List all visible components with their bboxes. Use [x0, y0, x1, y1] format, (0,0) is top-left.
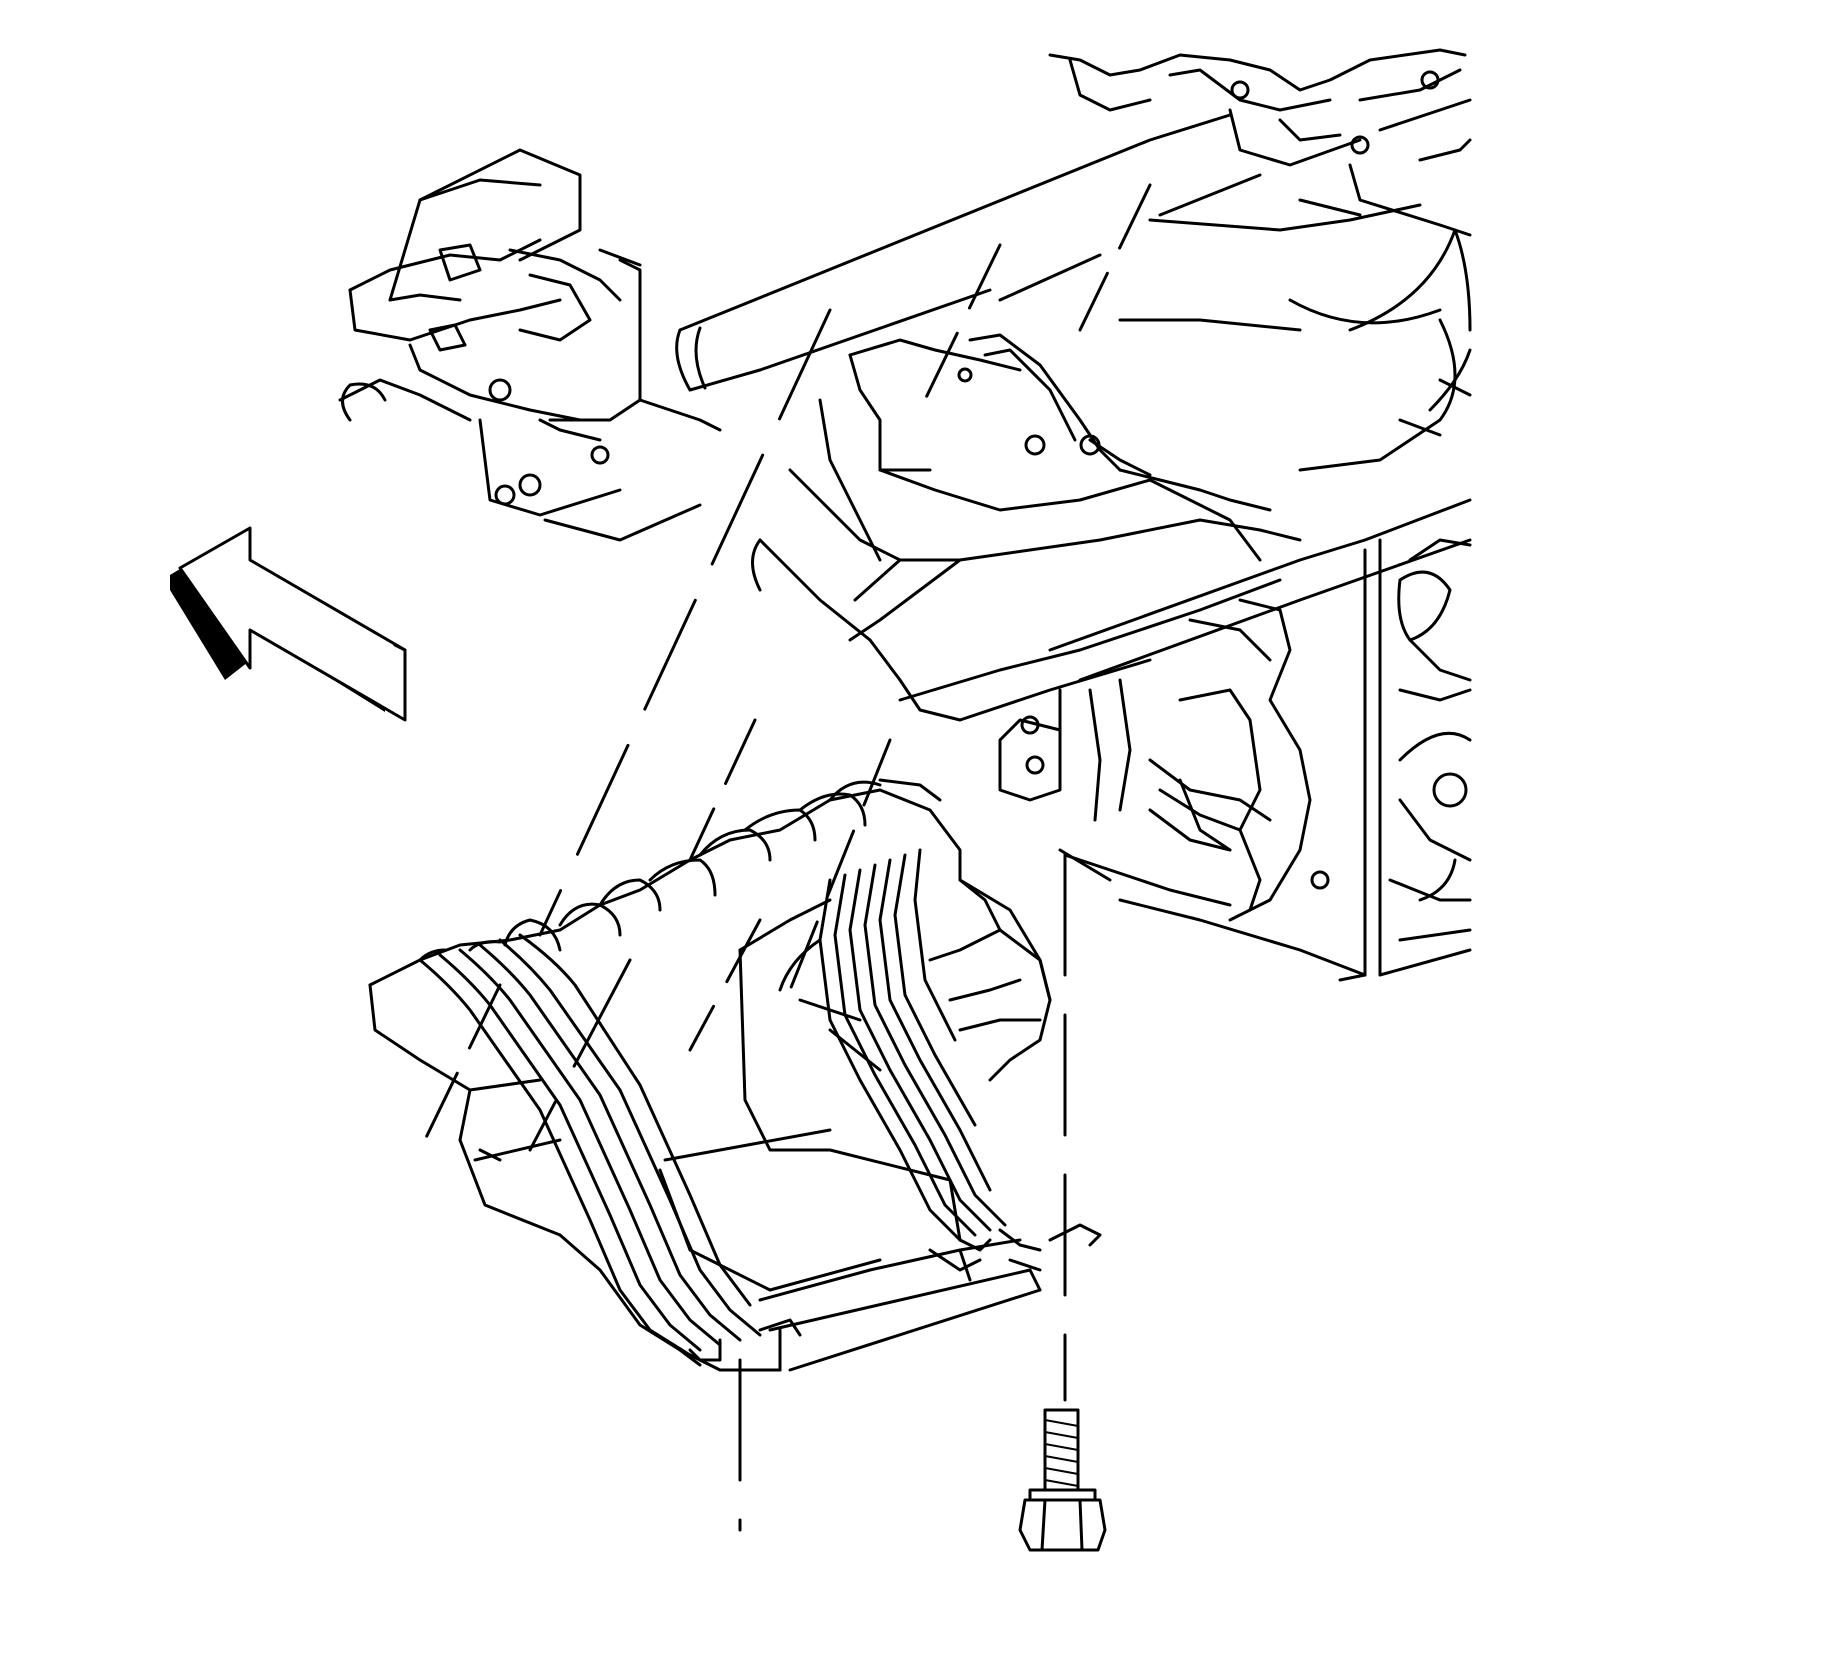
direction-arrow	[170, 526, 407, 722]
transmission-assembly	[1048, 48, 1472, 472]
front-mount-bracket	[338, 148, 722, 542]
frame-rail-right	[1048, 498, 1472, 982]
skid-plate-shield	[368, 778, 1102, 1372]
alignment-lines	[418, 183, 1232, 1532]
frame-crossmember	[675, 113, 1262, 392]
transmission-support-bracket	[751, 333, 1302, 822]
hex-flange-bolt	[1018, 1408, 1107, 1552]
